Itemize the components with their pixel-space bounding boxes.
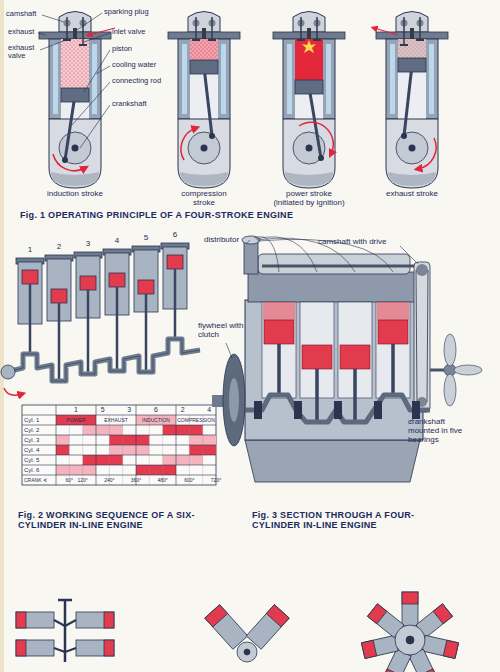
table-cell: Cyl. 5 [24, 457, 39, 464]
table-cell: 240° [100, 478, 118, 484]
table-cell: 5 [96, 406, 110, 414]
stroke-label: (initiated by ignition) [254, 199, 364, 208]
table-cell: Cyl. 6 [24, 467, 39, 474]
induction-engine [39, 12, 115, 189]
cylinder-number: 1 [23, 246, 37, 255]
table-cell: 6 [149, 406, 163, 414]
part-label: exhaust [8, 28, 34, 36]
table-cell: 120° [74, 478, 92, 484]
stroke-label: induction stroke [30, 190, 120, 199]
leader-lines [226, 240, 418, 422]
table-cell: 2 [176, 406, 190, 414]
leader-lines [38, 13, 110, 148]
four-cylinder-section [212, 236, 482, 482]
engine-layouts [16, 592, 459, 672]
table-cell: INDUCTION [136, 418, 176, 424]
table-cell: COMPRESSION [176, 418, 216, 424]
table-cell: Cyl. 3 [24, 437, 39, 444]
opposed-engine [16, 600, 114, 662]
table-cell: Cyl. 2 [24, 427, 39, 434]
part-label: exhaust valve [8, 44, 42, 61]
stroke-label: exhaust stroke [367, 190, 457, 199]
part-label: piston [112, 45, 132, 53]
part-label: crankshaft [112, 100, 147, 108]
figure-caption: Fig. 2 WORKING SEQUENCE OF A SIX-CYLINDE… [18, 510, 206, 530]
table-cell: 600° [180, 478, 198, 484]
figure-caption: Fig. 3 SECTION THROUGH A FOUR-CYLINDER I… [252, 510, 452, 530]
table-cell: 360° [127, 478, 145, 484]
four-stroke-engines [38, 12, 448, 189]
page-edge [0, 0, 4, 672]
part-label: distributor [204, 236, 239, 245]
v-engine [205, 605, 289, 662]
cylinder-number: 5 [139, 234, 153, 243]
table-cell: 60° [60, 478, 78, 484]
stroke-label: compression stroke [176, 190, 232, 208]
part-label: camshaft [6, 10, 36, 18]
cylinder-number: 6 [168, 231, 182, 240]
table-cell: Cyl. 4 [24, 447, 39, 454]
compression-engine [168, 12, 240, 189]
cylinder-number: 4 [110, 237, 124, 246]
part-label: connecting rod [112, 77, 161, 85]
exhaust-engine [374, 12, 448, 189]
table-cell: EXHAUST [96, 418, 136, 424]
radial-engine [361, 592, 458, 672]
table-cell: 480° [154, 478, 172, 484]
power-engine [273, 12, 345, 189]
cylinder-number: 3 [81, 240, 95, 249]
table-cell: POWER [56, 418, 96, 424]
table-cell: 720° [207, 478, 225, 484]
table-cell: 3 [122, 406, 136, 414]
part-label: crankshaft mounted in five bearings [408, 418, 476, 445]
table-cell: 4 [202, 406, 216, 414]
firing-table [22, 405, 216, 485]
figure-caption: Fig. 1 OPERATING PRINCIPLE OF A FOUR-STR… [20, 210, 480, 220]
part-label: sparking plug [104, 8, 149, 16]
part-label: inlet valve [112, 28, 145, 36]
part-label: camshaft with drive [318, 238, 386, 247]
part-label: flywheel with clutch [198, 322, 246, 340]
table-cell: Cyl. 1 [24, 417, 39, 424]
six-cylinder-drawing [1, 243, 200, 395]
table-cell: CRANK ∢ [24, 478, 47, 484]
cylinder-number: 2 [52, 243, 66, 252]
table-cell: 1 [69, 406, 83, 414]
stroke-label: power stroke [259, 190, 359, 199]
part-label: cooling water [112, 61, 156, 69]
